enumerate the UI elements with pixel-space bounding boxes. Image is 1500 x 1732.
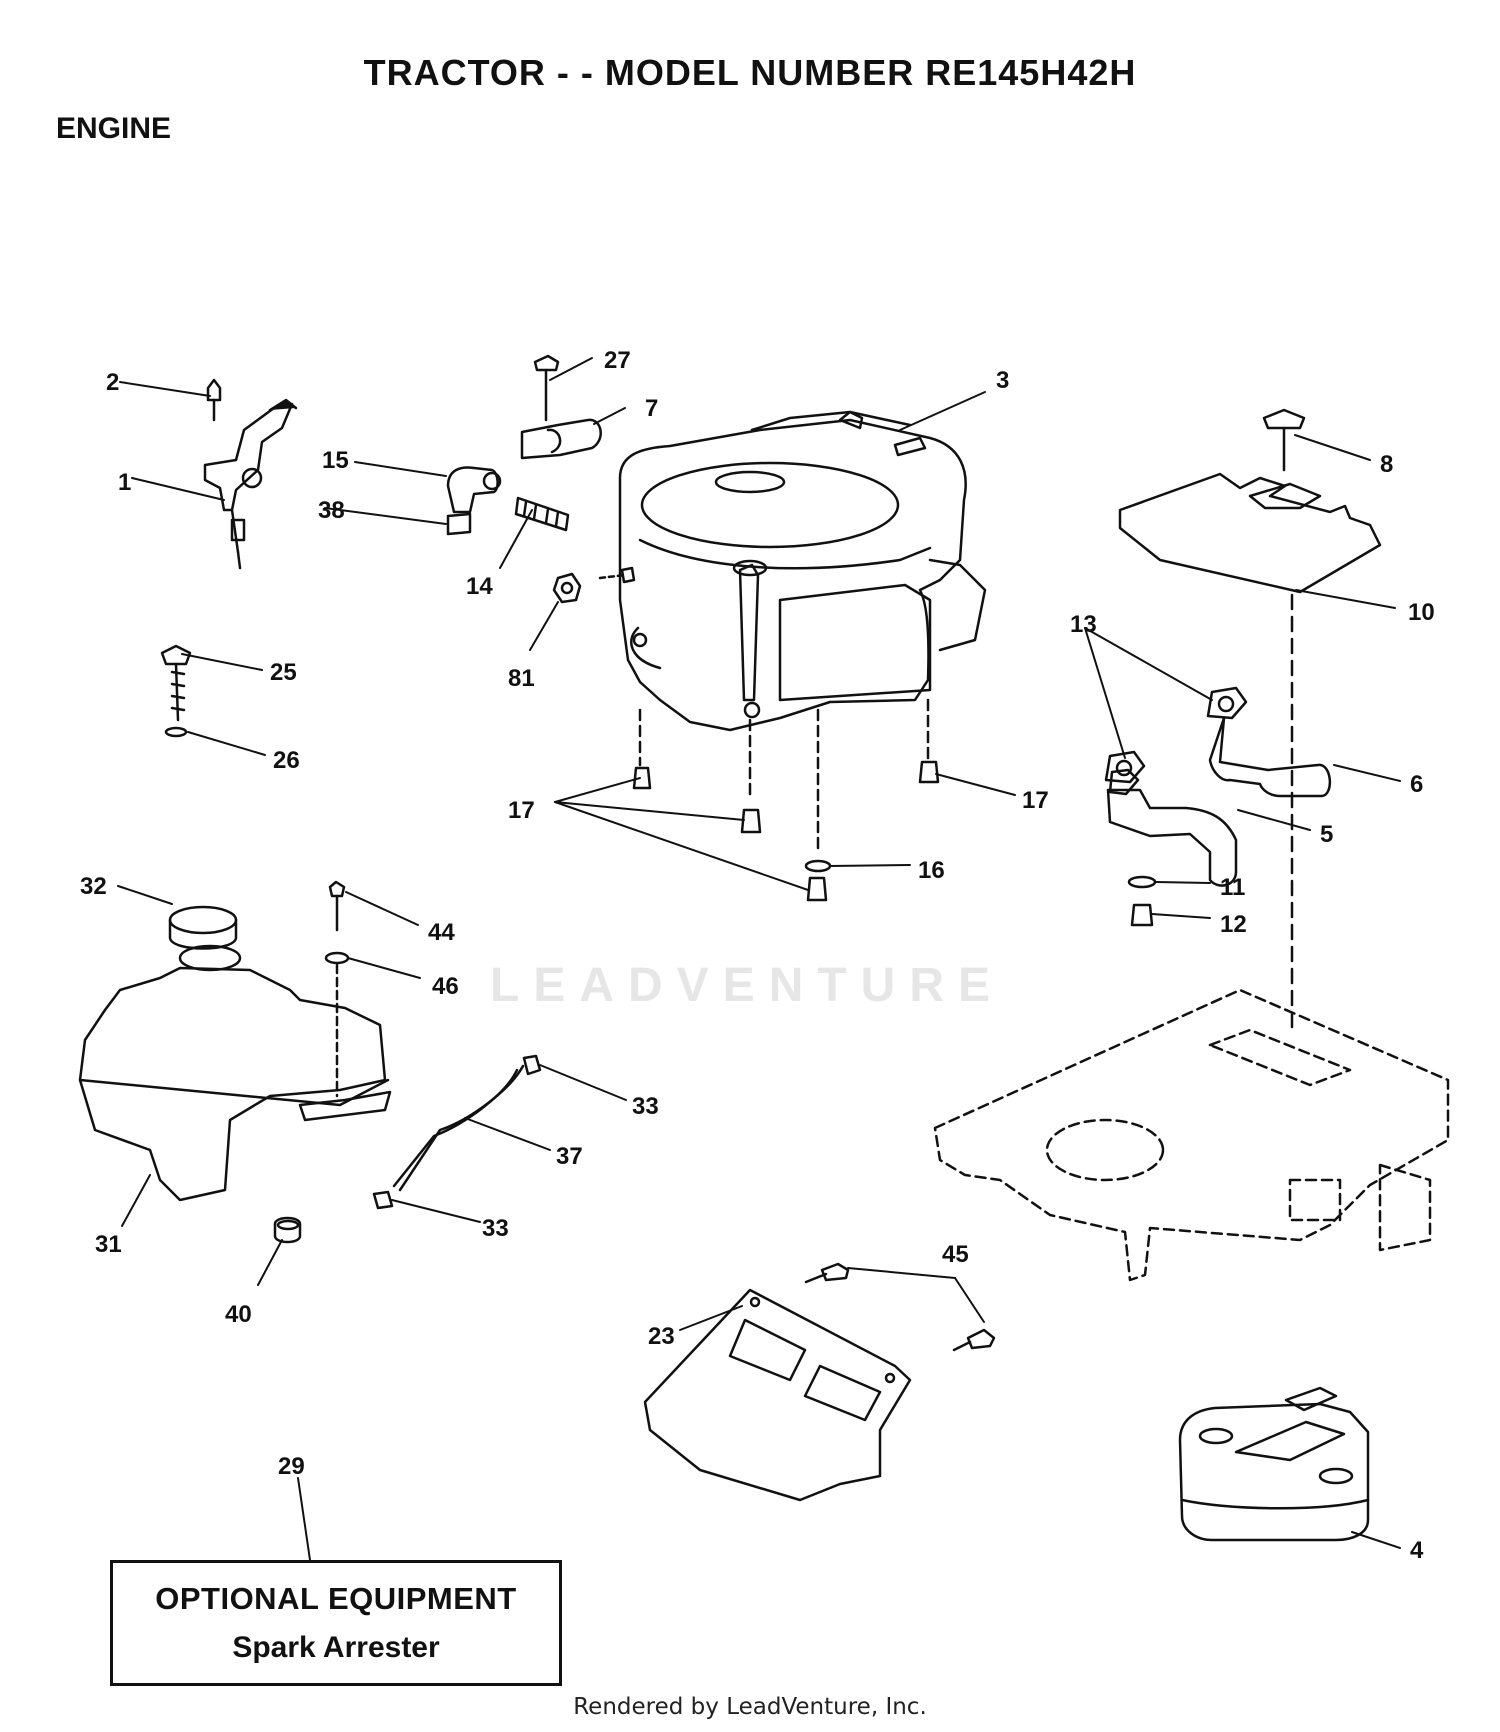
- optional-equipment-title: OPTIONAL EQUIPMENT: [155, 1581, 517, 1616]
- callout-1: 1: [118, 469, 131, 496]
- callout-40: 40: [225, 1301, 252, 1328]
- callout-13: 13: [1070, 611, 1097, 638]
- section-title: ENGINE: [56, 112, 172, 145]
- callout-45: 45: [942, 1241, 969, 1268]
- engine-part: [618, 410, 987, 852]
- callout-25: 25: [270, 659, 297, 686]
- callout-46: 46: [432, 973, 459, 1000]
- callout-29: 29: [278, 1453, 305, 1480]
- fittings-part: [446, 466, 636, 604]
- callout-8: 8: [1380, 451, 1393, 478]
- callout-11: 11: [1220, 874, 1245, 901]
- callout-3: 3: [996, 367, 1009, 394]
- callout-12: 12: [1220, 911, 1247, 938]
- callout-4: 4: [1410, 1537, 1424, 1564]
- page-title: TRACTOR - - MODEL NUMBER RE145H42H: [363, 52, 1137, 93]
- callout-44: 44: [428, 919, 455, 946]
- clamp-part: [520, 354, 602, 460]
- callout-10: 10: [1408, 599, 1435, 626]
- callout-2: 2: [106, 369, 119, 396]
- callout-14: 14: [466, 573, 493, 600]
- muffler-part: [1178, 1386, 1370, 1542]
- frame-part: [933, 988, 1450, 1282]
- callout-17-a: 17: [508, 797, 535, 824]
- fuel-tank-part: [78, 880, 392, 1244]
- callout-31: 31: [95, 1231, 122, 1258]
- callout-15: 15: [322, 447, 349, 474]
- callout-32: 32: [80, 873, 107, 900]
- exhaust-part: [1104, 686, 1331, 927]
- callout-33-b: 33: [482, 1215, 509, 1242]
- callout-5: 5: [1320, 821, 1333, 848]
- callout-26: 26: [273, 747, 300, 774]
- callout-7: 7: [645, 395, 658, 422]
- bolts-part: [632, 760, 940, 902]
- watermark: LEADVENTURE: [490, 959, 1005, 1012]
- heat-shield-part: [643, 1262, 996, 1502]
- callout-33-a: 33: [632, 1093, 659, 1120]
- callout-17-b: 17: [1022, 787, 1049, 814]
- cover-plate-part: [1118, 408, 1382, 1037]
- throttle-control-part: [203, 378, 298, 570]
- callout-38: 38: [318, 497, 345, 524]
- callout-37: 37: [556, 1143, 583, 1170]
- callout-27: 27: [604, 347, 631, 374]
- optional-equipment-box: OPTIONAL EQUIPMENT Spark Arrester: [110, 1560, 562, 1686]
- callout-6: 6: [1410, 771, 1423, 798]
- fuel-line-part: [372, 1054, 542, 1210]
- screw-part: [160, 644, 192, 738]
- callout-23: 23: [648, 1323, 675, 1350]
- optional-equipment-item: Spark Arrester: [232, 1631, 440, 1664]
- callout-81: 81: [508, 665, 535, 692]
- footer-credit: Rendered by LeadVenture, Inc.: [573, 1694, 927, 1720]
- leader-lines: [117, 357, 1401, 1561]
- callout-16: 16: [918, 857, 945, 884]
